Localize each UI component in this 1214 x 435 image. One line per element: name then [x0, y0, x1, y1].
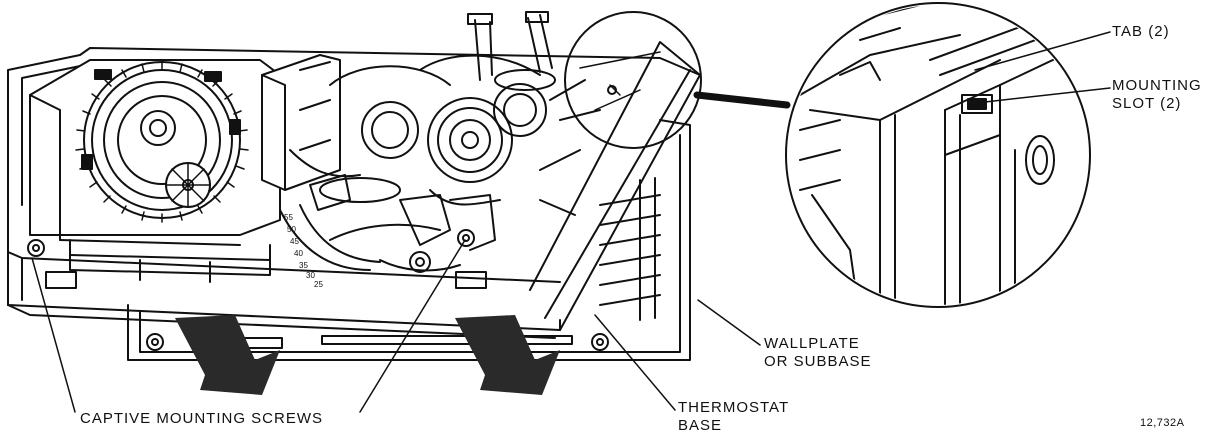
scale-label: 45	[290, 237, 299, 246]
removal-arrows	[175, 315, 560, 395]
tab-label: TAB (2)	[1112, 23, 1170, 40]
scale-label: 55	[284, 213, 293, 222]
mounting-slot-leader	[984, 87, 1111, 103]
magnified-detail-callout	[564, 2, 1091, 308]
figure-number: 12,732A	[1140, 417, 1185, 429]
captive-screws-label: CAPTIVE MOUNTING SCREWS	[80, 410, 324, 427]
wallplate-label-line2: OR SUBBASE	[764, 353, 872, 370]
anticipator-scale	[279, 174, 496, 273]
thermostat-base-label-line1: THERMOSTAT	[678, 399, 790, 416]
tab-leader	[974, 31, 1111, 71]
clock-timer-module	[29, 59, 281, 283]
captive-screw-leader-left	[31, 257, 76, 413]
thermostat-base-leader	[594, 314, 676, 411]
switch-block	[261, 54, 341, 191]
wallplate-leader	[697, 299, 761, 346]
anticipator-scale-numbers: 55 50 45 40 35 30 25	[284, 213, 323, 289]
scale-label: 30	[306, 271, 315, 280]
mounting-slot-label-line2: SLOT (2)	[1112, 95, 1182, 112]
wallplate-subbase	[127, 119, 691, 361]
bimetal-coil-assembly	[289, 11, 601, 216]
scale-label: 50	[287, 225, 296, 234]
thermostat-base	[7, 41, 701, 339]
captive-mounting-screws	[27, 229, 475, 257]
magnified-tab-and-slot	[789, 5, 1088, 305]
leader-lines	[31, 31, 1111, 413]
scale-label: 25	[314, 280, 323, 289]
scale-label: 40	[294, 249, 303, 258]
thermostat-base-label-line2: BASE	[678, 417, 723, 434]
wallplate-label-line1: WALLPLATE	[764, 335, 860, 352]
captive-screw-leader-right	[359, 239, 466, 413]
scale-label: 35	[299, 261, 308, 270]
mounting-slot-label-line1: MOUNTING	[1112, 77, 1202, 94]
